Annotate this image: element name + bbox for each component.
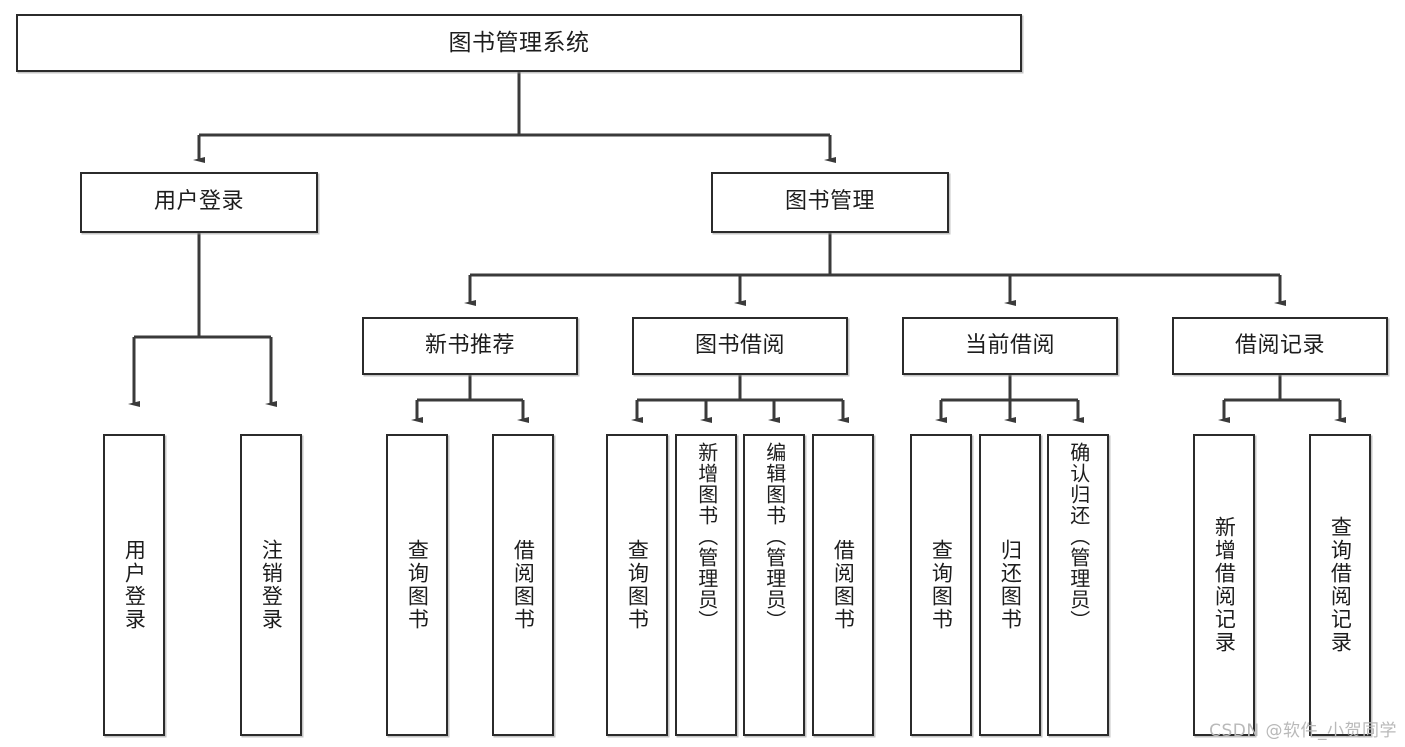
node-label: 当前借阅 [964,332,1055,358]
node-current-borrowing[interactable]: 当前借阅 [902,317,1118,375]
node-label: 图书借阅 [694,332,785,358]
node-book-borrowing[interactable]: 图书借阅 [632,317,848,375]
leaf-node-query-book-borrowing[interactable]: 查询图书 [606,434,668,736]
node-book-management[interactable]: 图书管理 [711,172,949,233]
leaf-node-add-book-admin[interactable]: 新增图书（管理员） [675,434,737,736]
csdn-watermark: CSDN @软件_小贺同学 [1209,721,1397,741]
leaf-node-borrow-book-new-recommendation[interactable]: 借阅图书 [492,434,554,736]
node-label: 新书推荐 [424,332,515,358]
node-label: 查询图书 [405,539,430,631]
leaf-node-edit-book-admin[interactable]: 编辑图书（管理员） [743,434,805,736]
node-user-login[interactable]: 用户登录 [80,172,318,233]
node-new-book-recommendation[interactable]: 新书推荐 [362,317,578,375]
node-label: 注销登录 [259,539,284,631]
leaf-node-query-borrowing-record[interactable]: 查询借阅记录 [1309,434,1371,736]
node-label: 确认归还（管理员） [1066,442,1091,631]
node-label: 查询图书 [929,539,954,631]
node-label: 图书管理 [784,189,875,215]
leaf-node-confirm-return-admin[interactable]: 确认归还（管理员） [1047,434,1109,736]
node-label: 新增借阅记录 [1212,516,1237,654]
node-label: 图书管理系统 [448,29,590,56]
node-label: 编辑图书（管理员） [762,442,787,631]
node-label: 查询图书 [625,539,650,631]
node-label: 用户登录 [153,189,244,215]
leaf-node-return-book[interactable]: 归还图书 [979,434,1041,736]
node-label: 归还图书 [998,539,1023,631]
node-label: 借阅图书 [831,539,856,631]
leaf-node-logout[interactable]: 注销登录 [240,434,302,736]
leaf-node-borrow-book-borrowing[interactable]: 借阅图书 [812,434,874,736]
node-label: 借阅记录 [1234,332,1325,358]
node-book-management-system[interactable]: 图书管理系统 [16,14,1022,72]
leaf-node-query-book-current[interactable]: 查询图书 [910,434,972,736]
leaf-node-add-borrowing-record[interactable]: 新增借阅记录 [1193,434,1255,736]
node-label: 新增图书（管理员） [694,442,719,631]
node-label: 用户登录 [122,539,147,631]
leaf-node-query-book-new-recommendation[interactable]: 查询图书 [386,434,448,736]
leaf-node-user-login[interactable]: 用户登录 [103,434,165,736]
node-label: 借阅图书 [511,539,536,631]
node-label: 查询借阅记录 [1328,516,1353,654]
node-borrowing-record[interactable]: 借阅记录 [1172,317,1388,375]
